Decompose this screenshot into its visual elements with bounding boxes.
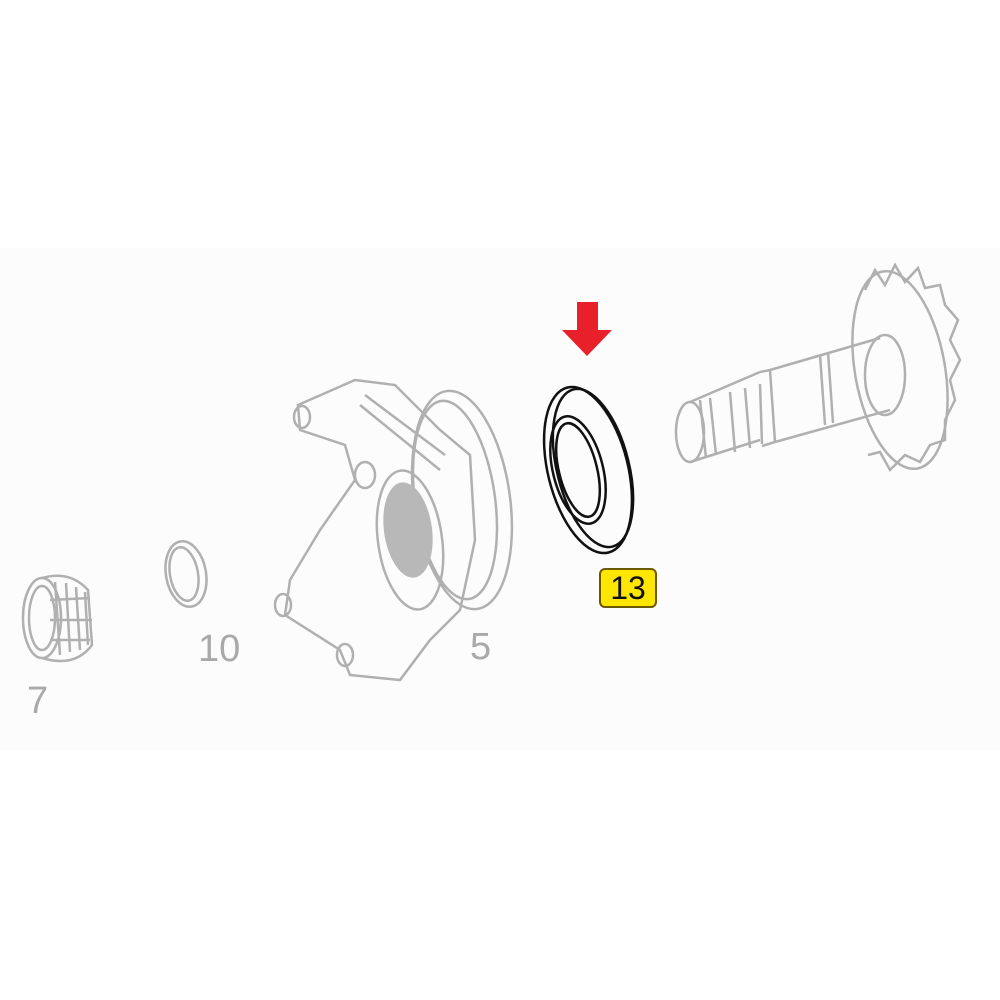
yoke-spline-bore <box>383 482 433 578</box>
pinion-shaft-part <box>674 262 962 473</box>
callout-label-10: 10 <box>198 628 241 670</box>
diagram-background <box>0 248 1000 751</box>
seal-part-13 <box>542 385 635 555</box>
arrow-down-icon <box>562 302 612 356</box>
callout-label-5: 5 <box>470 626 492 668</box>
bearing-part-7 <box>21 574 94 663</box>
ring-part-10 <box>164 540 208 608</box>
callout-label-7: 7 <box>27 680 49 722</box>
callout-label-13-highlighted: 13 <box>599 568 657 608</box>
